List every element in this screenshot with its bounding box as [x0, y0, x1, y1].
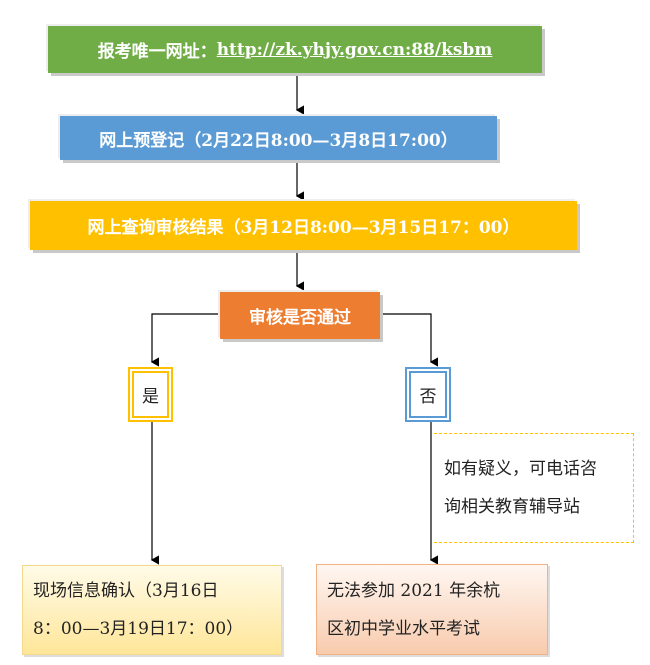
query-result-step: 网上查询审核结果（3月12日8:00—3月15日17：00）	[30, 201, 577, 250]
arrow-decision-to-no	[380, 313, 439, 367]
onsite-confirmation-step: 现场信息确认（3月16日 8：00—3月19日17：00）	[22, 565, 282, 655]
inquiry-note: 如有疑义，可电话咨 询相关教育辅导站	[434, 433, 634, 543]
registration-url-link[interactable]: http://zk.yhjy.gov.cn:88/ksbm	[216, 39, 493, 60]
arrow-decision-to-yes	[150, 313, 218, 367]
no-branch: 否	[405, 367, 451, 422]
cannot-attend-step: 无法参加 2021 年余杭 区初中学业水平考试	[316, 564, 548, 655]
yes-branch: 是	[128, 367, 173, 422]
preregister-step: 网上预登记（2月22日8:00—3月8日17:00）	[60, 116, 497, 160]
review-decision: 审核是否通过	[220, 292, 380, 339]
website-step: 报考唯一网址：http://zk.yhjy.gov.cn:88/ksbm	[48, 26, 542, 73]
